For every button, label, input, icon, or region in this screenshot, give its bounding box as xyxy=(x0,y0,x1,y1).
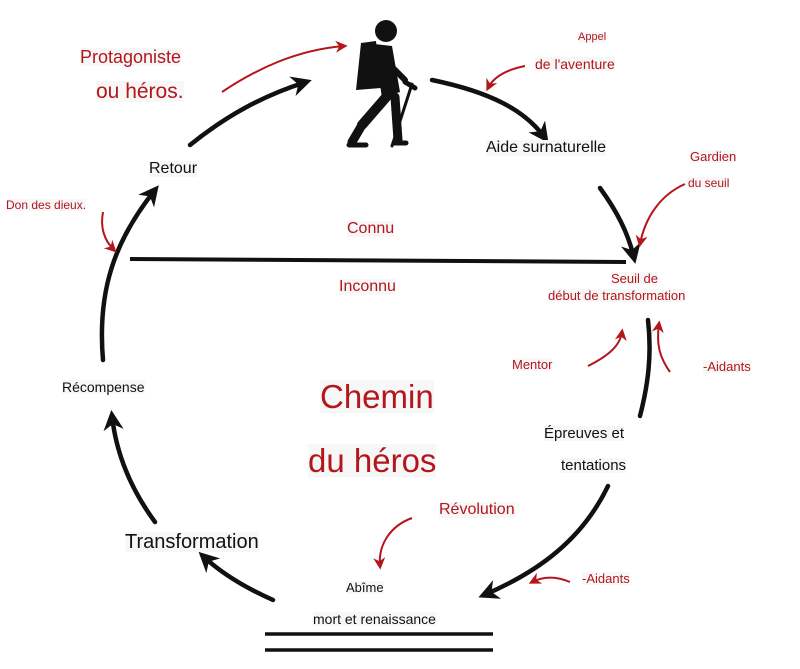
annotation-mentor: Mentor xyxy=(512,357,553,372)
annotation-aidants-1: -Aidants xyxy=(703,359,751,374)
stage-transformation: Transformation xyxy=(125,531,259,553)
annotation-protagoniste: Protagoniste xyxy=(80,47,182,67)
stage-seuil-line2: début de transformation xyxy=(548,288,686,303)
arrow-appel xyxy=(486,65,526,92)
stage-aide-surnaturelle: Aide surnaturelle xyxy=(486,139,607,156)
arrow-gardien xyxy=(635,183,686,248)
arc-epreuves-to-abime xyxy=(478,483,611,599)
stage-epreuves-line2: tentations xyxy=(561,457,627,474)
arrow-don xyxy=(101,211,117,253)
arc-seuil-to-epreuves xyxy=(637,317,652,419)
annotation-aidants-2: -Aidants xyxy=(582,571,630,586)
arrow-mentor xyxy=(587,328,627,367)
arrow-revolution xyxy=(373,517,413,570)
hiker-icon xyxy=(346,20,418,148)
arc-recompense-to-retour xyxy=(99,185,159,363)
arrow-aidants-1 xyxy=(651,320,671,373)
stage-abime: Abîme xyxy=(346,580,384,595)
threshold-line xyxy=(129,257,627,264)
arc-retour-to-hero xyxy=(187,76,312,148)
stage-recompense: Récompense xyxy=(62,379,145,395)
label-connu: Connu xyxy=(347,220,395,237)
label-inconnu: Inconnu xyxy=(339,278,396,295)
annotation-don-des-dieux: Don des dieux. xyxy=(6,198,87,212)
stage-retour: Retour xyxy=(149,160,198,177)
stage-epreuves-line1: Épreuves et xyxy=(544,425,625,442)
annotation-ou-heros: ou héros. xyxy=(96,80,184,103)
title-du-heros: du héros xyxy=(308,442,437,479)
arc-abime-to-transformation xyxy=(198,551,276,603)
annotation-gardien: Gardien xyxy=(690,149,737,164)
arc-aide-to-seuil xyxy=(597,185,641,264)
annotation-appel: Appel xyxy=(578,31,607,43)
annotation-du-seuil: du seuil xyxy=(688,176,730,190)
stage-mort-renaissance: mort et renaissance xyxy=(313,611,436,627)
arc-hero-to-aide xyxy=(429,77,549,143)
annotation-revolution: Révolution xyxy=(439,501,515,518)
arrow-protagoniste xyxy=(221,40,348,93)
annotation-de-l-aventure: de l'aventure xyxy=(535,56,615,72)
stage-seuil-line1: Seuil de xyxy=(611,271,658,286)
arc-transformation-to-recompense xyxy=(103,409,158,525)
arrow-aidants-2 xyxy=(528,572,571,584)
title-chemin: Chemin xyxy=(320,378,434,415)
